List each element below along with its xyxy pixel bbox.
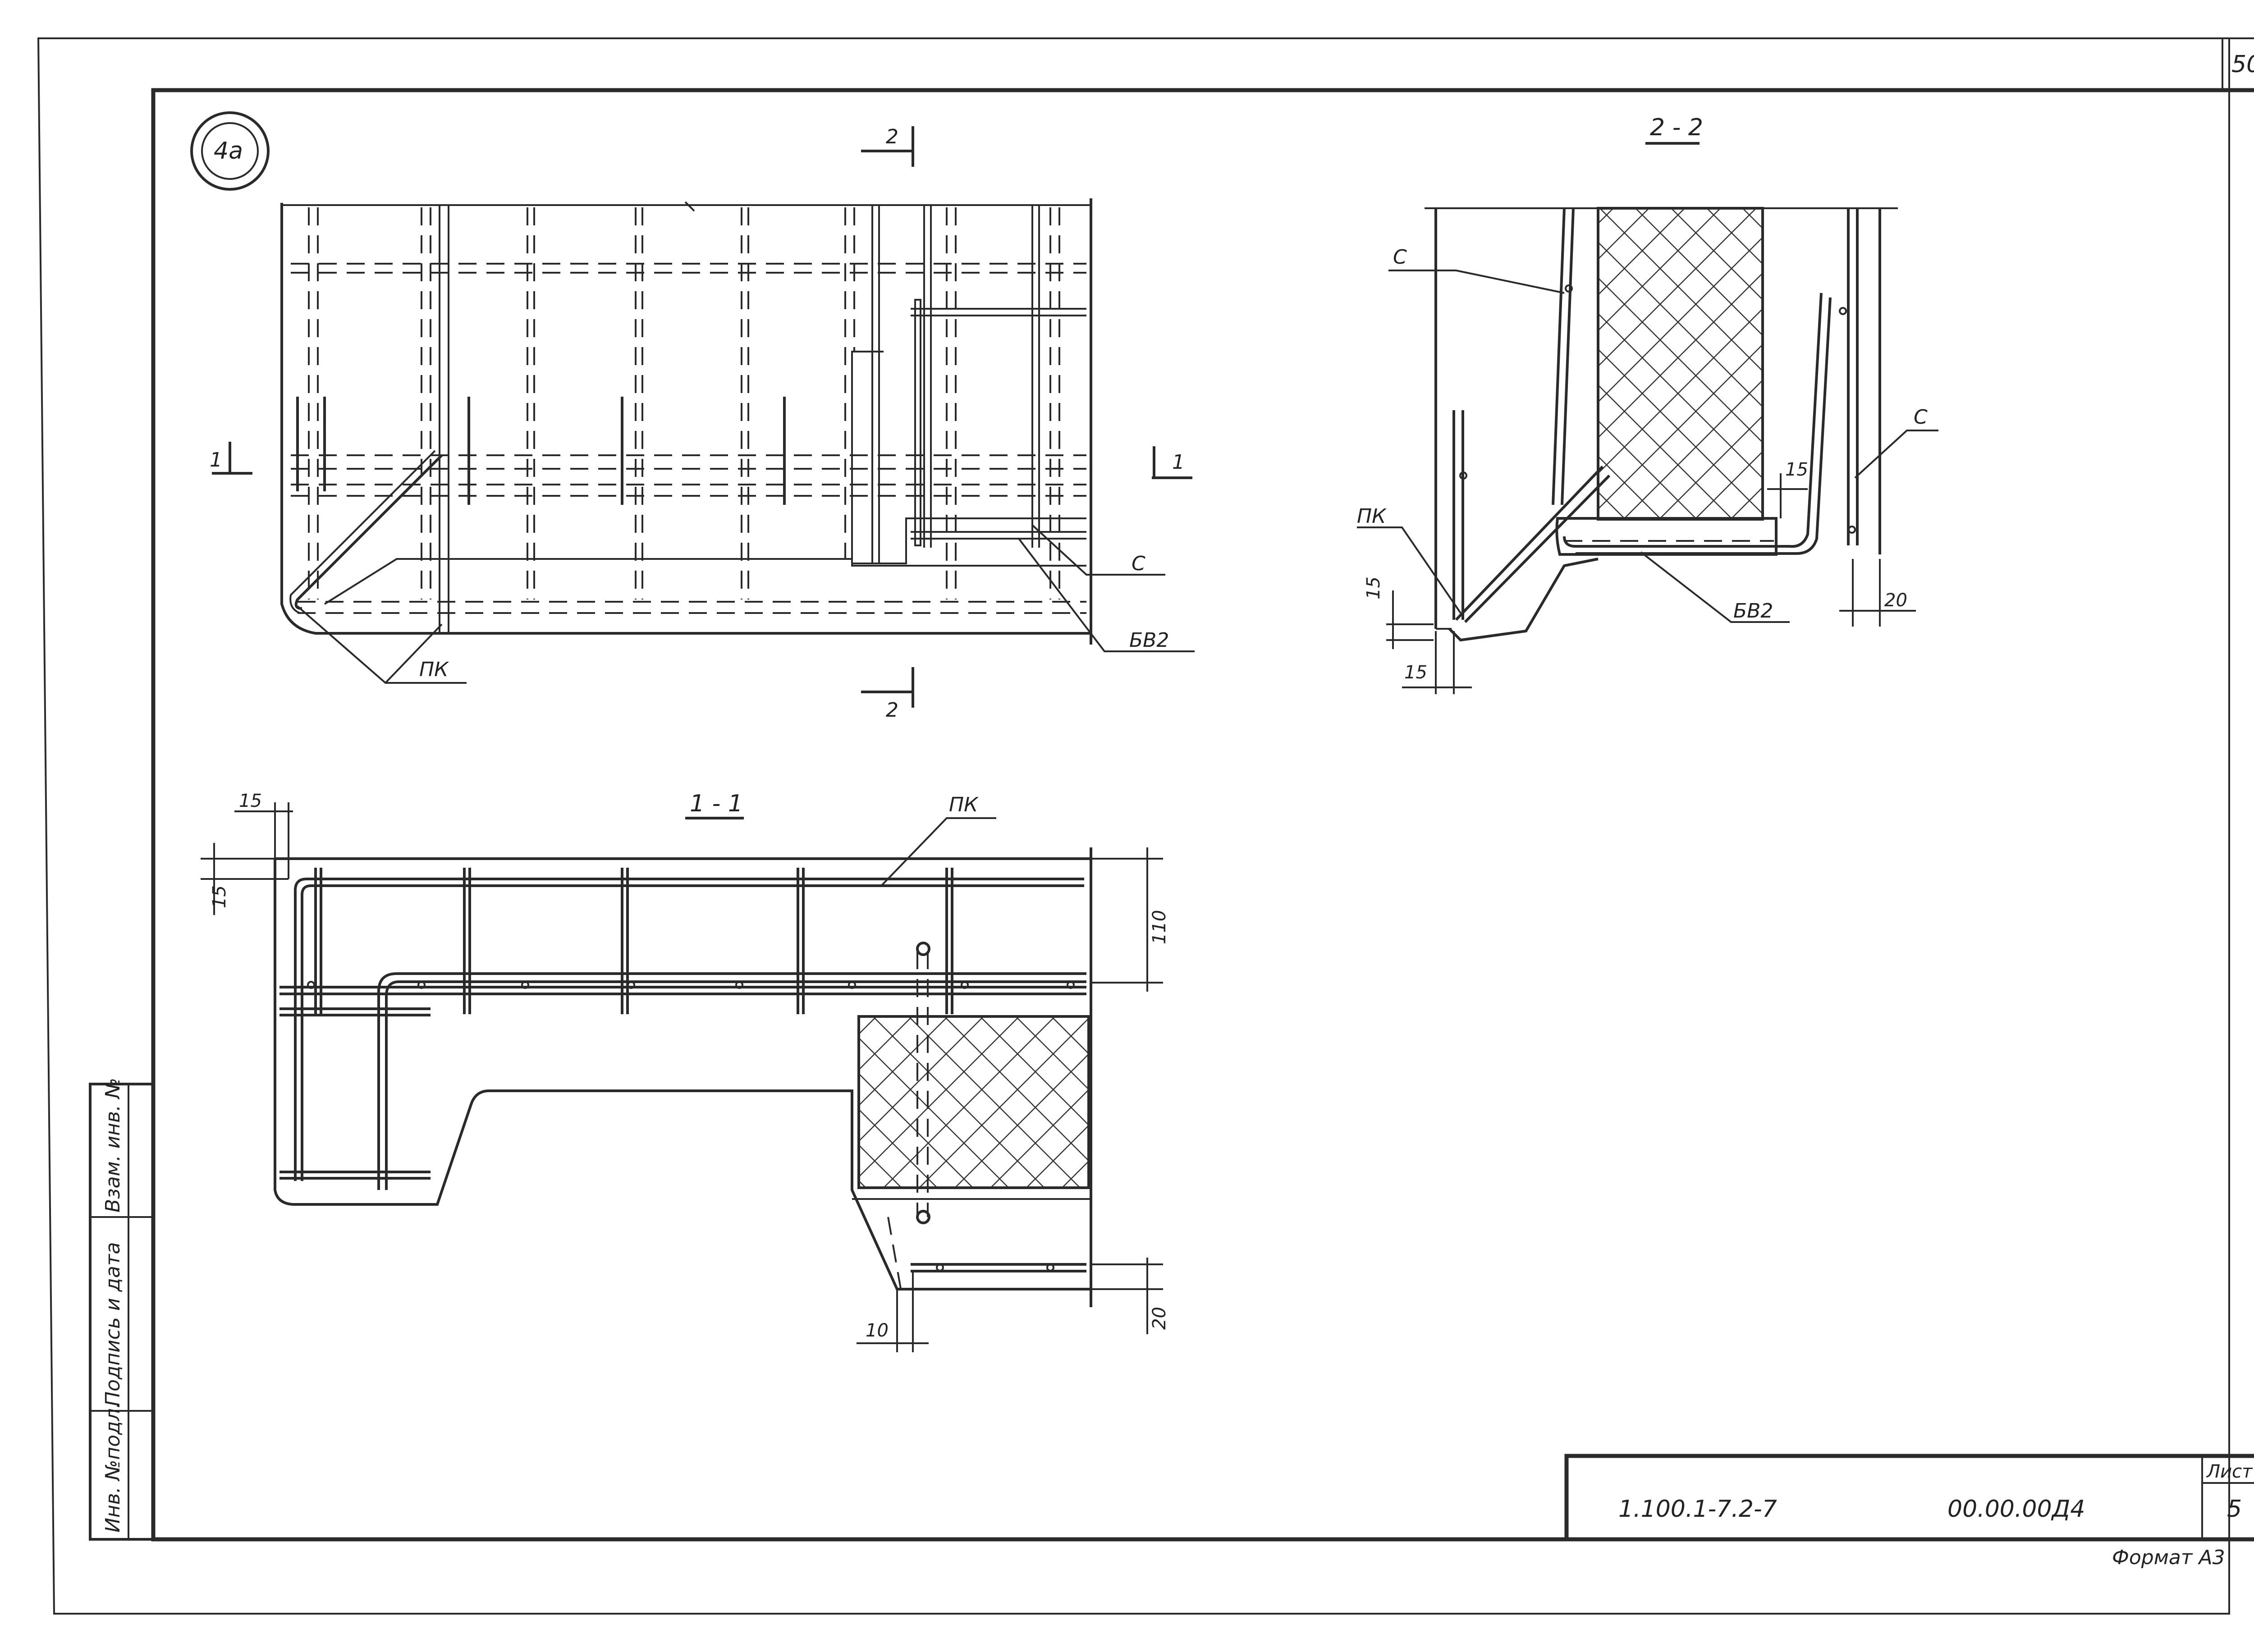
plan-bar-stubs [296,397,786,505]
section-2-2-callout-c-left: С [1388,246,1565,294]
section-2-2-callout-bv2: БВ2 [1640,551,1790,623]
title-block-project-code: 1.100.1-7.2-7 [1618,1496,1777,1523]
section-1-1-title: 1 - 1 [690,790,743,817]
section-2-2-callout-bv2-label: БВ2 [1733,599,1773,622]
section-1-1-insulation [857,1015,1090,1189]
section-2-2-dim-20: 20 [1884,590,1907,611]
section-1-1-callout-pk: ПК [880,793,996,887]
title-block-drawing-code: 00.00.00Д4 [1947,1496,2085,1523]
sheet-frame [37,37,2254,1615]
section-2-2-title: 2 - 2 [1650,114,1703,141]
section-2-2-dim-15-vertical: 15 [1363,577,1384,599]
section-1-1-dim-10: 10 [866,1320,889,1341]
section-1-1: 1 - 1 [201,790,1170,1352]
format-label: Формат А3 [2112,1546,2225,1569]
section-1-1-dim-20: 20 [1149,1307,1170,1330]
section-2-2-dim-15-insulation: 15 [1785,459,1808,480]
section-2-2-callout-c-right: С [1854,406,1938,479]
plan-callout-bv2-label: БВ2 [1129,629,1169,652]
plan-callout-bv2: БВ2 [1018,538,1195,652]
section-1-1-dimensions: 15 15 110 20 10 [201,791,1170,1352]
section-cut-2-top-label: 2 [886,125,898,148]
plan-visible-bars [439,205,1086,633]
section-1-1-callout-pk-label: ПК [949,793,979,816]
plan-callout-c: С [1031,524,1165,576]
section-2-2: 2 - 2 С С [1357,114,1938,694]
section-2-2-dim-15-horizontal: 15 [1404,662,1427,683]
section-cut-2-bottom-label: 2 [886,699,898,722]
section-cut-2-bottom: 2 [861,667,914,722]
section-2-2-callout-pk: ПК [1357,505,1461,614]
section-1-1-vertical-bars [314,868,953,1294]
side-stamp-cell-sign: Подпись и дата [101,1242,124,1406]
section-2-2-dimensions: 15 15 15 20 [1363,459,1916,694]
section-cut-1-left-label: 1 [210,448,222,471]
section-2-2-callout-c-right-label: С [1914,406,1928,429]
plan-view: 1 1 2 2 С БВ2 [210,125,1195,722]
section-1-1-bar-dots [307,981,1075,1272]
top-sheet-number: 50 [2231,51,2254,78]
section-cut-1-right: 1 [1152,446,1192,479]
section-cut-1-left: 1 [210,442,252,475]
section-2-2-insulation [1597,207,1764,521]
plan-hidden-bars-horizontal [291,263,1086,614]
section-1-1-dim-15-left: 15 [209,885,230,908]
section-1-1-dim-110: 110 [1149,910,1170,944]
section-cut-2-top: 2 [861,125,914,167]
section-2-2-callout-c-left-label: С [1393,246,1407,269]
section-1-1-dim-15-top: 15 [239,791,262,811]
title-block-sheet-value: 5 [2227,1496,2242,1523]
section-2-2-callout-pk-label: ПК [1357,505,1387,528]
section-2-2-pk-bar [1455,465,1604,621]
detail-mark-label: 4а [214,137,243,165]
plan-hidden-bars-vertical [308,207,1060,599]
plan-callout-c-label: С [1132,552,1145,575]
plan-callout-pk: ПК [297,605,467,684]
side-stamp-cell-inv: Инв. №подл. [101,1402,124,1533]
title-block: 1.100.1-7.2-7 00.00.00Д4 Лист 5 [1564,1454,2254,1542]
section-cut-1-right-label: 1 [1172,451,1185,474]
section-1-1-pk-bar [294,878,1084,1181]
side-stamp: Инв. №подл. Подпись и дата Взам. инв. № [89,1078,155,1541]
detail-mark: 4а [190,111,270,191]
plan-callout-pk-label: ПК [419,658,449,681]
side-stamp-cell-replace: Взам. инв. № [101,1078,124,1213]
title-block-sheet-label: Лист [2206,1461,2253,1482]
